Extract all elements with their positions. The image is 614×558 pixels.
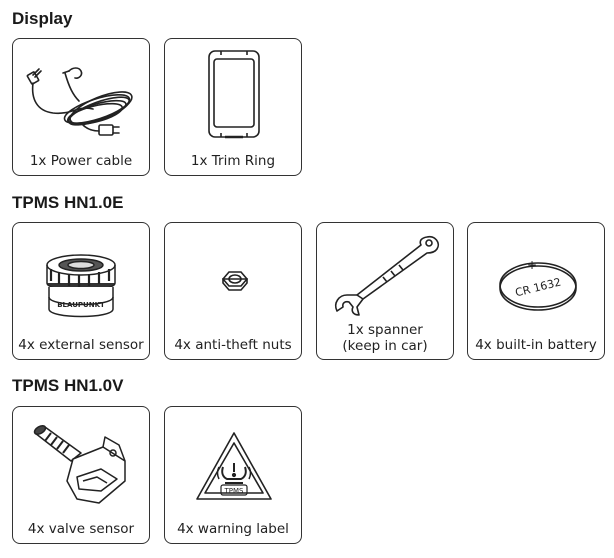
item-card-spanner: 1x spanner (keep in car) bbox=[316, 222, 454, 360]
battery-text: CR 1632 bbox=[514, 276, 563, 300]
item-label: 4x warning label bbox=[177, 521, 289, 537]
item-label: 4x external sensor bbox=[18, 337, 144, 353]
valve-sensor-icon bbox=[33, 424, 126, 504]
battery-icon: + CR 1632 bbox=[499, 258, 577, 311]
item-label: 1x Trim Ring bbox=[190, 153, 276, 169]
item-label-line2: (keep in car) bbox=[342, 338, 428, 354]
warning-label-icon: TPMS bbox=[196, 432, 272, 500]
item-card-warning-label: TPMS 4x warning label bbox=[164, 406, 302, 544]
item-card-external-sensor: BLAUPUNKT 4x external sensor bbox=[12, 222, 150, 360]
section-heading-tpms-hn10e: TPMS HN1.0E bbox=[12, 193, 124, 212]
item-label: 4x built-in battery bbox=[475, 337, 597, 353]
power-cable-icon bbox=[26, 67, 133, 136]
item-card-power-cable: 1x Power cable bbox=[12, 38, 150, 176]
section-heading-tpms-hn10v: TPMS HN1.0V bbox=[12, 376, 124, 395]
sensor-brand-text: BLAUPUNKT bbox=[57, 301, 105, 309]
spanner-icon bbox=[334, 235, 440, 316]
item-label: 4x anti-theft nuts bbox=[174, 337, 292, 353]
item-card-trim-ring: 1x Trim Ring bbox=[164, 38, 302, 176]
item-card-battery: + CR 1632 4x built-in battery bbox=[467, 222, 605, 360]
section-heading-display: Display bbox=[12, 9, 73, 28]
item-label: 1x spanner (keep in car) bbox=[317, 322, 453, 354]
external-sensor-icon: BLAUPUNKT bbox=[46, 254, 116, 318]
item-label: 4x valve sensor bbox=[27, 521, 135, 537]
item-label-line1: 1x spanner bbox=[347, 322, 423, 338]
svg-text:+: + bbox=[527, 258, 537, 272]
item-label: 1x Power cable bbox=[29, 153, 133, 169]
warning-label-text: TPMS bbox=[224, 487, 245, 495]
item-card-anti-theft-nuts: 4x anti-theft nuts bbox=[164, 222, 302, 360]
trim-ring-icon bbox=[208, 50, 260, 139]
nut-icon bbox=[221, 271, 249, 291]
item-card-valve-sensor: 4x valve sensor bbox=[12, 406, 150, 544]
